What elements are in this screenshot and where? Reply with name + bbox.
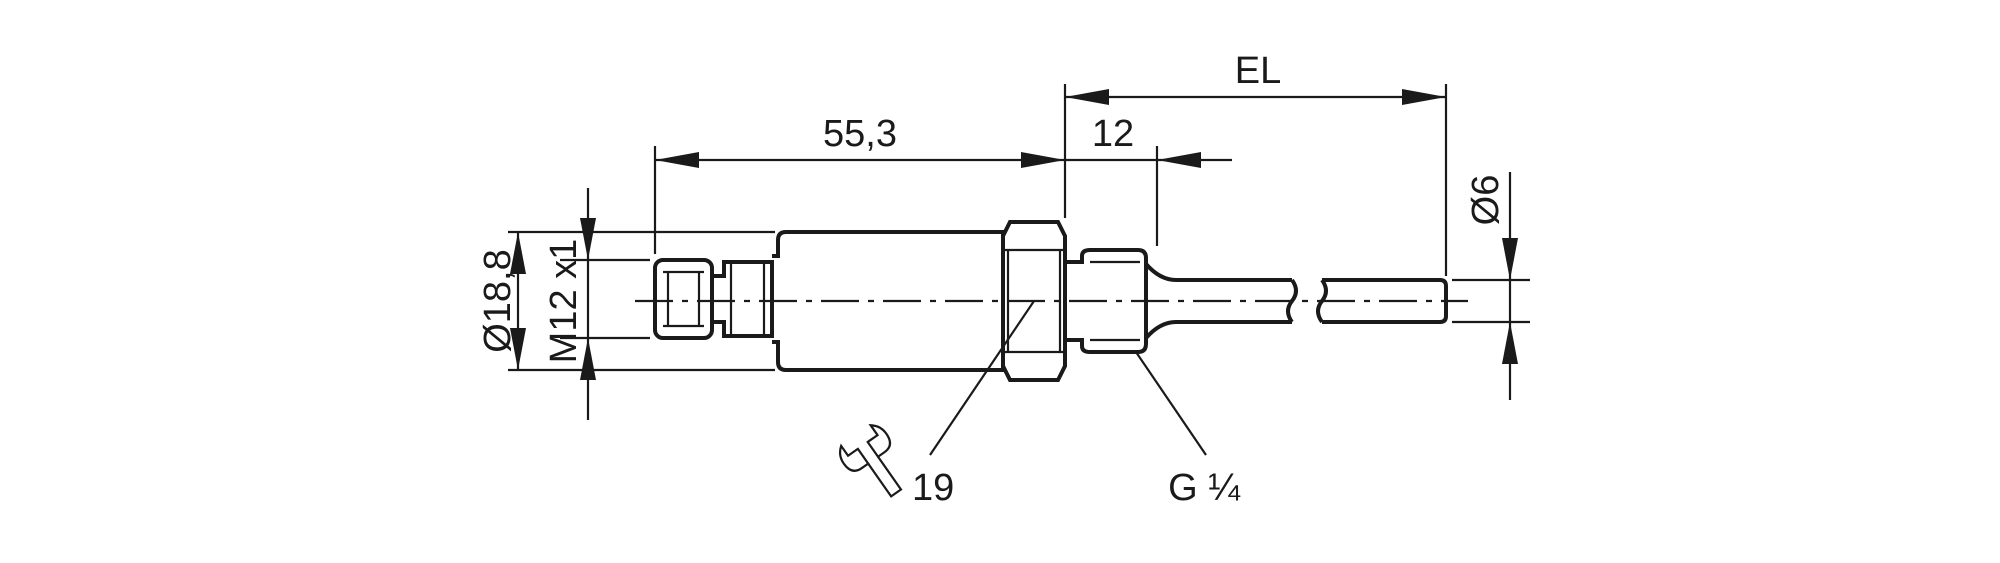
dimension-label-diameter-18-8: Ø18,8 [477,249,519,353]
dimension-label-m12x1: M12 x1 [543,239,585,364]
leader-wrench-size: 19 [838,300,1035,509]
dimension-label-diameter-6: Ø6 [1465,175,1507,226]
hex-nut [1001,220,1067,382]
dimension-label-55-3: 55,3 [823,113,897,155]
dimension-thread-connector: M12 x1 [543,188,596,420]
connector-nut [653,258,714,340]
leader-process-thread: G ¼ [1135,351,1241,509]
dimension-diameter-probe: Ø6 [1465,172,1518,400]
dimension-label-12: 12 [1092,113,1134,155]
dimension-el: EL [1065,50,1446,105]
dimension-length-body: 55,3 [655,113,1065,168]
probe-tube [1144,262,1292,340]
dimension-label-wrench-19: 19 [912,467,954,509]
dimension-label-el: EL [1235,50,1281,92]
dimension-label-g-quarter: G ¼ [1168,467,1241,509]
wrench-icon [838,424,903,498]
extension-lines [508,84,1530,372]
dimension-thread-length: 12 [1065,113,1232,168]
dimension-diameter-body: Ø18,8 [477,232,526,370]
